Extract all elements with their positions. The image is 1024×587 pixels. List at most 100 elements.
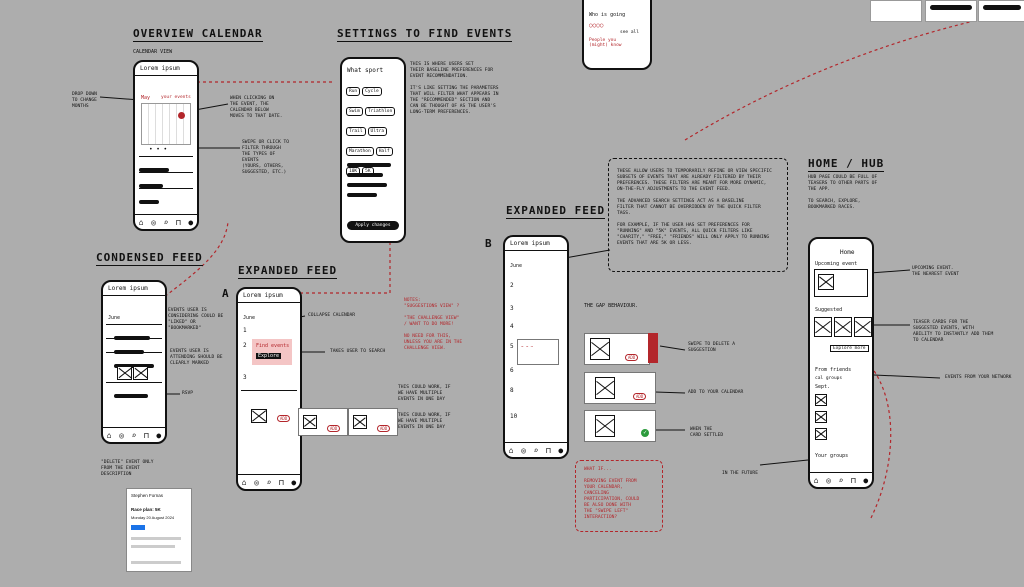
bottom-nav[interactable]: ⌂ ◎ ⌕ ⊓ ● [135, 214, 197, 229]
note-clicking: When clicking on the event, the calendar… [230, 96, 283, 119]
gap-card-settled[interactable]: ✓ [584, 410, 656, 442]
event-card[interactable]: ADD [241, 390, 297, 431]
search-icon[interactable]: ⌕ [533, 445, 539, 455]
chip[interactable]: Cycle [362, 87, 382, 96]
line-upcoming [869, 269, 911, 274]
your-events-tab[interactable]: your events [161, 95, 191, 100]
day-number: 8 [510, 387, 514, 394]
note-multi-1: This could work, if we have multiple eve… [398, 385, 451, 402]
search-icon[interactable]: ⌕ [266, 477, 272, 487]
add-badge[interactable]: ADD [327, 425, 341, 432]
embed-button[interactable] [131, 525, 145, 530]
chip[interactable]: Swim [346, 107, 363, 116]
compass-icon[interactable]: ◎ [151, 217, 156, 227]
profile-icon[interactable]: ● [291, 477, 297, 487]
home-icon[interactable]: ⌂ [138, 217, 144, 227]
gap-card-swipe[interactable]: ADD [584, 333, 650, 365]
note-delete: "Delete" event only from the event descr… [101, 460, 154, 477]
chip[interactable]: Triathlon [364, 107, 396, 116]
month-dropdown[interactable]: May [141, 95, 151, 101]
teaser-card[interactable] [854, 317, 872, 337]
compass-icon[interactable]: ◎ [254, 477, 259, 487]
apply-changes-button[interactable]: Apply changes [347, 221, 399, 230]
find-events-label: Find events [256, 343, 290, 349]
filters-info-text: These allow users to temporarily refine … [617, 169, 772, 246]
profile-icon[interactable]: ● [863, 475, 869, 485]
note-add-cal: Add to your calendar [688, 390, 744, 395]
home-icon[interactable]: ⌂ [813, 475, 819, 485]
profile-icon[interactable]: ● [558, 445, 564, 455]
event-thumbnail[interactable] [133, 366, 148, 380]
day-number: 5 [510, 343, 514, 350]
friend-event[interactable] [815, 428, 827, 440]
what-if-box: What if... Removing event from your cale… [575, 460, 663, 532]
multi-event-card-1[interactable]: ADD [298, 408, 348, 436]
upcoming-label: Upcoming event [815, 261, 858, 267]
multi-event-card-2[interactable]: ADD [348, 408, 398, 436]
suggested-label: Suggested [815, 307, 843, 313]
chip[interactable]: Marathon [346, 147, 374, 156]
bottom-nav[interactable]: ⌂ ◎ ⌕ ⊓ ● [810, 472, 872, 487]
phone-top-partial: Who is going ○○○○ see all People you (mi… [582, 0, 652, 70]
day-number: 10 [510, 413, 518, 420]
chip[interactable]: Ultra [367, 127, 388, 136]
event-row-2[interactable] [139, 172, 193, 188]
delete-swipe-area[interactable] [648, 333, 658, 363]
note-events-user: Events user is considering could be "lik… [168, 308, 224, 331]
search-icon[interactable]: ⌕ [163, 217, 169, 227]
event-row-1[interactable] [139, 156, 193, 172]
suggestion-card[interactable]: ~ ~ ~ [517, 339, 559, 365]
upcoming-event-card[interactable] [814, 269, 868, 297]
teaser-card[interactable] [834, 317, 852, 337]
chip[interactable]: Run [346, 87, 361, 96]
selected-date[interactable] [178, 112, 185, 119]
compass-icon[interactable]: ◎ [826, 475, 831, 485]
note-multi-2: This could work, if we have multiple eve… [398, 413, 451, 430]
compass-icon[interactable]: ◎ [521, 445, 526, 455]
bottom-nav[interactable]: ⌂ ◎ ⌕ ⊓ ● [505, 442, 567, 457]
thumbnail-2 [925, 0, 977, 22]
filters-info-box: These allow users to temporarily refine … [608, 158, 788, 272]
friend-event[interactable] [815, 411, 827, 423]
friend-event[interactable] [815, 394, 827, 406]
bottom-nav[interactable]: ⌂ ◎ ⌕ ⊓ ● [103, 427, 165, 442]
calendar-grid[interactable] [141, 103, 191, 145]
chip[interactable]: Trail [346, 127, 366, 136]
compass-icon[interactable]: ◎ [119, 430, 124, 440]
event-thumbnail[interactable] [117, 366, 132, 380]
profile-icon[interactable]: ● [188, 217, 194, 227]
add-badge[interactable]: ADD [625, 354, 639, 361]
bookmark-icon[interactable]: ⊓ [278, 477, 284, 487]
note-collapse: Collapse calendar [308, 313, 356, 318]
bookmark-icon[interactable]: ⊓ [850, 475, 856, 485]
note-settings: This is where users set their baseline p… [410, 62, 499, 115]
day-number: 2 [510, 282, 514, 289]
who-going-label: Who is going [589, 12, 626, 18]
gap-card-add[interactable]: ADD [584, 372, 656, 404]
note-attending: Events user is attending should be clear… [170, 349, 223, 366]
explore-more-button[interactable]: Explore more [830, 345, 869, 352]
profile-icon[interactable]: ● [156, 430, 162, 440]
explore-button[interactable]: Explore [256, 353, 282, 359]
bookmark-icon[interactable]: ⊓ [175, 217, 181, 227]
add-badge[interactable]: ADD [377, 425, 391, 432]
find-events-card[interactable]: Find events Explore [252, 339, 292, 365]
search-icon[interactable]: ⌕ [838, 475, 844, 485]
note-network: Events from your network [945, 375, 1012, 380]
teaser-card[interactable] [814, 317, 832, 337]
filter-dots[interactable]: • • • [149, 146, 168, 153]
search-icon[interactable]: ⌕ [131, 430, 137, 440]
home-icon[interactable]: ⌂ [508, 445, 514, 455]
chip[interactable]: Half [375, 147, 393, 156]
bookmark-icon[interactable]: ⊓ [143, 430, 149, 440]
bookmark-icon[interactable]: ⊓ [545, 445, 551, 455]
home-icon[interactable]: ⌂ [106, 430, 112, 440]
bottom-nav[interactable]: ⌂ ◎ ⌕ ⊓ ● [238, 474, 300, 489]
event-row-3[interactable] [139, 188, 193, 204]
see-all-link[interactable]: see all [620, 30, 639, 35]
home-icon[interactable]: ⌂ [241, 477, 247, 487]
what-sport-heading: What sport [347, 67, 384, 74]
add-badge[interactable]: ADD [277, 415, 291, 422]
add-badge[interactable]: ADD [633, 393, 647, 400]
arrow-to-top [684, 9, 1024, 141]
